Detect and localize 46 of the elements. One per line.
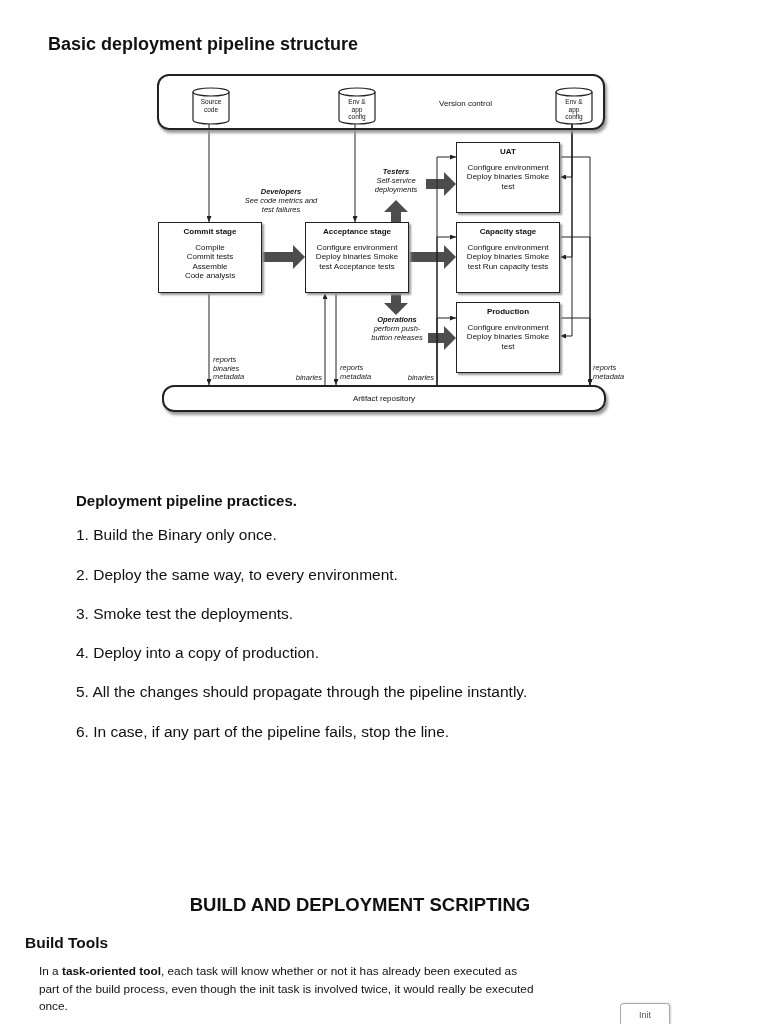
block-arrow bbox=[409, 245, 456, 269]
list-item: 3. Smoke test the deployments. bbox=[76, 605, 294, 623]
list-item: 5. All the changes should propagate through the pipeline instantly. bbox=[76, 683, 528, 701]
section-heading: BUILD AND DEPLOYMENT SCRIPTING bbox=[188, 894, 532, 916]
panel-label: Version control bbox=[439, 99, 492, 109]
stage-box bbox=[158, 222, 262, 293]
panel-label: Artifact repository bbox=[351, 393, 417, 403]
box-text: Configure environment Deploy binaries Smoke test bbox=[465, 322, 551, 351]
arrow bbox=[206, 292, 212, 386]
box-text: Configure environment Deploy binaries Smoke test Acceptance tests bbox=[314, 242, 400, 271]
stage-box bbox=[305, 222, 409, 293]
list-item: 2. Deploy the same way, to every environment. bbox=[76, 566, 398, 584]
block-arrow bbox=[384, 200, 408, 222]
arrow bbox=[333, 292, 339, 386]
process-box bbox=[620, 1003, 670, 1024]
stage-box bbox=[456, 222, 560, 293]
database-cylinder bbox=[338, 87, 376, 125]
rounded-panel bbox=[162, 385, 606, 412]
database-cylinder bbox=[192, 87, 230, 125]
block-arrow bbox=[428, 326, 456, 350]
stage-box bbox=[456, 142, 560, 213]
list-item: 6. In case, if any part of the pipeline fails, stop the line. bbox=[76, 723, 450, 741]
list-item: 1. Build the Binary only once. bbox=[76, 526, 277, 544]
stage-box bbox=[456, 302, 560, 373]
box-text: Compile Commit tests Assemble Code analysis bbox=[183, 242, 237, 281]
box-label: Init bbox=[639, 1010, 651, 1020]
paragraph: In a task-oriented tool, each task will know whether or not it has already been executed as part of the build process, even though the init task is involved twice, it would really be executed once. bbox=[39, 963, 534, 1015]
box-title: Acceptance stage bbox=[323, 227, 391, 237]
block-arrow bbox=[426, 172, 456, 196]
database-cylinder bbox=[555, 87, 593, 125]
box-title: Production bbox=[486, 307, 530, 317]
arrow bbox=[322, 292, 328, 386]
box-title: Capacity stage bbox=[479, 227, 537, 237]
page-heading: Basic deployment pipeline structure bbox=[48, 34, 359, 55]
section-heading: Deployment pipeline practices. bbox=[76, 492, 297, 509]
arrow bbox=[559, 317, 593, 386]
subsection-heading: Build Tools bbox=[25, 934, 109, 952]
box-title: UAT bbox=[500, 147, 516, 157]
list-item: 4. Deploy into a copy of production. bbox=[76, 644, 319, 662]
rounded-panel bbox=[157, 74, 605, 130]
block-arrow bbox=[262, 245, 305, 269]
block-arrow bbox=[384, 293, 408, 315]
box-text: Configure environment Deploy binaries Smoke test Run capacity tests bbox=[465, 242, 551, 271]
box-text: Configure environment Deploy binaries Smoke test bbox=[465, 162, 551, 191]
box-title: Commit stage bbox=[183, 227, 237, 237]
arrow bbox=[436, 315, 457, 386]
